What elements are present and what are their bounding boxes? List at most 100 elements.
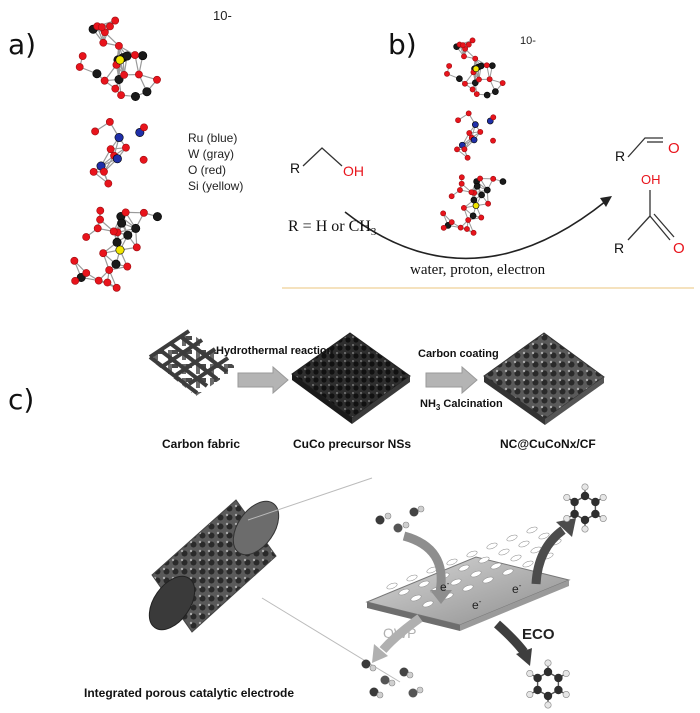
panel-a-cluster-atom-w [142, 87, 152, 97]
cuco-precursor-side2 [352, 376, 410, 424]
organic-molecule-top-hydrogen [581, 483, 589, 491]
panel-a-legend: Ru (blue) W (gray) O (red) Si (yellow) [188, 130, 243, 194]
step-calcination-prefix: NH [420, 398, 436, 410]
panel-b-cluster-atom-o [458, 174, 465, 181]
organic-molecule-top-carbon [570, 497, 579, 507]
panel-a-cluster-atom-o [139, 155, 148, 164]
arrow-owp-down [379, 614, 423, 653]
panel-b-cluster-atom-w [469, 212, 477, 220]
organic-molecule-bottom-carbon [554, 685, 563, 695]
panel-b-cluster-atom-w [483, 91, 491, 99]
organic-molecule-bottom-hydrogen [562, 669, 570, 677]
panel-b-cluster-atom-o [462, 80, 468, 87]
panel-b-cluster-atom-ru [472, 121, 479, 128]
plate-pore [406, 574, 418, 582]
nc-cuconx-side [484, 376, 545, 425]
stage-cuco-precursor: CuCo precursor NSs [293, 437, 412, 451]
panel-a-cluster-atom-o [91, 127, 100, 136]
catalytic-plate-edge2 [460, 580, 569, 631]
panel-b-cluster-atom-o [458, 180, 465, 187]
panel-a-cluster-atom-w [117, 218, 127, 228]
panel-b-cluster-atom-o [457, 187, 463, 193]
panel-a-cluster-atom-o [93, 224, 102, 233]
organic-molecule-top-carbon [570, 509, 579, 519]
r-definition-text: R = H or CH [288, 218, 371, 235]
organic-molecule-top-carbon [591, 497, 600, 507]
plate-pore [478, 556, 490, 564]
panel-a-cluster-atom-si [115, 245, 125, 255]
reactant-bond [302, 147, 343, 167]
panel-a-cluster-atom-o [115, 41, 123, 50]
panel-a-cluster-atom-w [130, 91, 140, 101]
organic-molecule-top-hydrogen [599, 514, 607, 522]
panel-b-cluster-atom-o [477, 129, 484, 135]
panel-a-cluster-atom-o [96, 215, 104, 224]
plate-pore [450, 578, 462, 586]
panel-a-cluster-atom-o [109, 227, 118, 236]
electron-label-2: e- [512, 581, 522, 596]
panel-b-cluster-atom-o [448, 193, 455, 200]
panel-a-cluster-atom-w [123, 230, 133, 240]
product2-oh: OH [641, 172, 661, 187]
eco-label: ECO [522, 626, 555, 643]
panel-b-cluster-atom-o [483, 62, 490, 69]
panel-b-cluster-atom-o [477, 175, 483, 182]
panel-b-cluster-atom-o [485, 200, 491, 207]
panel-a-cluster-atom-o [103, 278, 112, 287]
owp-label: OWP [383, 625, 417, 641]
panel-a-cluster-atom-w [131, 223, 141, 233]
zoom-line-bottom [261, 597, 401, 683]
organic-molecule-bottom-hydrogen [544, 701, 552, 709]
panel-a-cluster-atom-o [123, 262, 132, 271]
panel-b-cluster-atom-o [440, 210, 447, 217]
panel-a-cluster-atom-o [94, 276, 103, 285]
panel-b-cluster-atom-o [464, 226, 470, 232]
plate-pore [498, 548, 510, 556]
product2-o: O [673, 240, 685, 257]
organic-molecule-top [563, 483, 607, 533]
organic-molecule-bottom-carbon [533, 673, 542, 683]
panel-b-cluster-atom-si [472, 65, 480, 73]
step-calcination-sub: 3 [435, 403, 441, 413]
panel-a-cluster-atom-o [111, 84, 120, 93]
panel-b-cluster-atom-o [490, 175, 497, 182]
panel-b-cluster-atom-o [444, 70, 450, 77]
cuco-precursor-side [292, 374, 352, 424]
reactant-oh: OH [343, 163, 364, 179]
electron-label-1: e- [440, 579, 450, 594]
panel-b-cluster-atom-o [490, 137, 496, 144]
legend-o: O (red) [188, 163, 227, 177]
plate-pore [462, 584, 474, 592]
panel-a-cluster-atom-ru [114, 133, 124, 143]
arrow-owp-down-head [372, 644, 388, 663]
product2-r: R [614, 240, 625, 256]
plate-pore [538, 532, 550, 540]
panel-a-cluster-atom-o [100, 167, 108, 176]
legend-w: W (gray) [188, 147, 234, 161]
panel-b-cluster-atom-w [456, 75, 463, 83]
panel-a-cluster-atom-o [131, 51, 139, 59]
panel-a-cluster-atom-o [153, 75, 161, 84]
zoom-line-top [247, 477, 373, 521]
panel-b-cluster-atom-o [472, 55, 479, 62]
panel-a-cluster-atom-o [96, 206, 105, 215]
plate-pore [458, 564, 470, 572]
panel-b-cluster-atom-o [473, 91, 480, 97]
panel-b-cluster-atom-w [473, 182, 481, 190]
panel-a-cluster-atom-o [111, 16, 120, 25]
panel-b-cluster-atom-o [478, 214, 485, 221]
organic-molecule-top-carbon [580, 515, 590, 525]
panel-b-charge: 10- [520, 35, 536, 47]
panel-a-cluster-atom-w [152, 212, 162, 222]
panel-a-cluster-atom-o [106, 145, 115, 154]
panel-b-label: b) [388, 28, 417, 61]
r-definition-sub: 3 [370, 226, 377, 239]
panel-b-cluster-atom-o [465, 41, 472, 48]
legend-si: Si (yellow) [188, 179, 244, 193]
arrow-eco-out-head [516, 648, 532, 666]
arrow-eco-down-head [556, 518, 576, 537]
panel-a-cluster-atom-o [100, 76, 109, 85]
panel-a-cluster-atom-o [78, 52, 87, 60]
